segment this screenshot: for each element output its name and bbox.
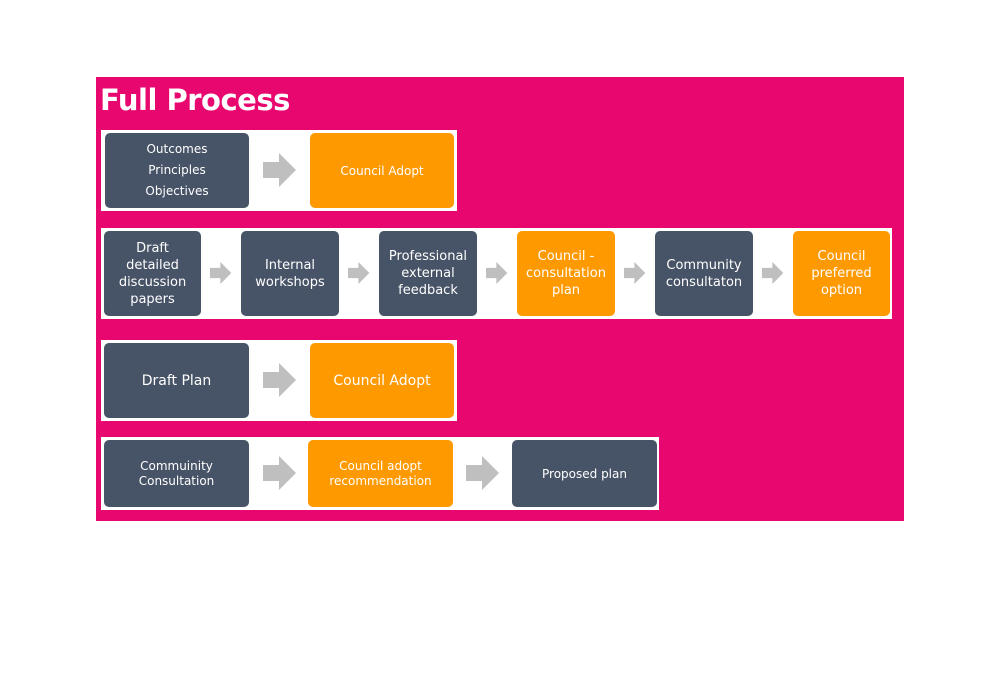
- principles-label: Principles: [148, 163, 206, 177]
- draft-plan-box: Draft Plan: [104, 343, 249, 418]
- internal-workshops-label: Internal workshops: [255, 257, 325, 290]
- adopt-recommendation-label: Council adopt recommendation: [329, 458, 432, 488]
- council-adopt-2-box: Council Adopt: [310, 343, 454, 418]
- external-feedback-box: Professional external feedback: [379, 231, 477, 316]
- council-adopt-label: Council Adopt: [340, 163, 424, 178]
- draft-papers-box: Draft detailed discussion papers: [104, 231, 201, 316]
- community-consultation-box: Community consultaton: [655, 231, 753, 316]
- internal-workshops-box: Internal workshops: [241, 231, 339, 316]
- consultation-plan-label: Council - consultation plan: [526, 249, 606, 298]
- consultation-plan-box: Council - consultation plan: [517, 231, 615, 316]
- council-adopt-box: Council Adopt: [310, 133, 454, 208]
- proposed-plan-box: Proposed plan: [512, 440, 657, 507]
- council-adopt-2-label: Council Adopt: [333, 372, 431, 389]
- outcomes-label: Outcomes: [146, 142, 208, 156]
- adopt-recommendation-box: Council adopt recommendation: [308, 440, 453, 507]
- diagram-title: Full Process: [100, 83, 290, 117]
- preferred-option-label: Council preferred option: [811, 249, 872, 298]
- community-consultation-label: Community consultaton: [665, 257, 743, 290]
- proposed-plan-label: Proposed plan: [542, 466, 627, 481]
- objectives-box: Outcomes Principles Objectives: [105, 133, 249, 208]
- community-consultation-2-label: Commuinity Consultation: [138, 458, 215, 488]
- objectives-label: Objectives: [145, 184, 209, 198]
- draft-papers-label: Draft detailed discussion papers: [118, 240, 187, 307]
- external-feedback-label: Professional external feedback: [388, 249, 468, 298]
- community-consultation-2-box: Commuinity Consultation: [104, 440, 249, 507]
- preferred-option-box: Council preferred option: [793, 231, 890, 316]
- draft-plan-label: Draft Plan: [141, 372, 212, 389]
